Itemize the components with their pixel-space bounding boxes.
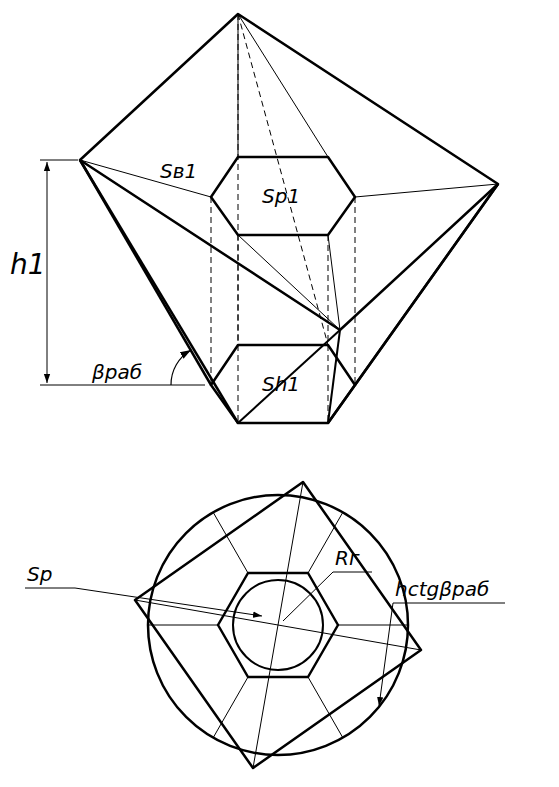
dimension-label: h1 — [10, 250, 46, 281]
dimension-label: hctgβраб — [395, 578, 489, 600]
area-label: Sр1 — [262, 185, 300, 207]
area-label: Sр — [27, 563, 52, 585]
angle-label: βраб — [92, 361, 142, 383]
area-label: Sh1 — [262, 373, 300, 395]
area-label: Sв1 — [160, 160, 197, 182]
radius-label: Rг — [335, 547, 359, 569]
